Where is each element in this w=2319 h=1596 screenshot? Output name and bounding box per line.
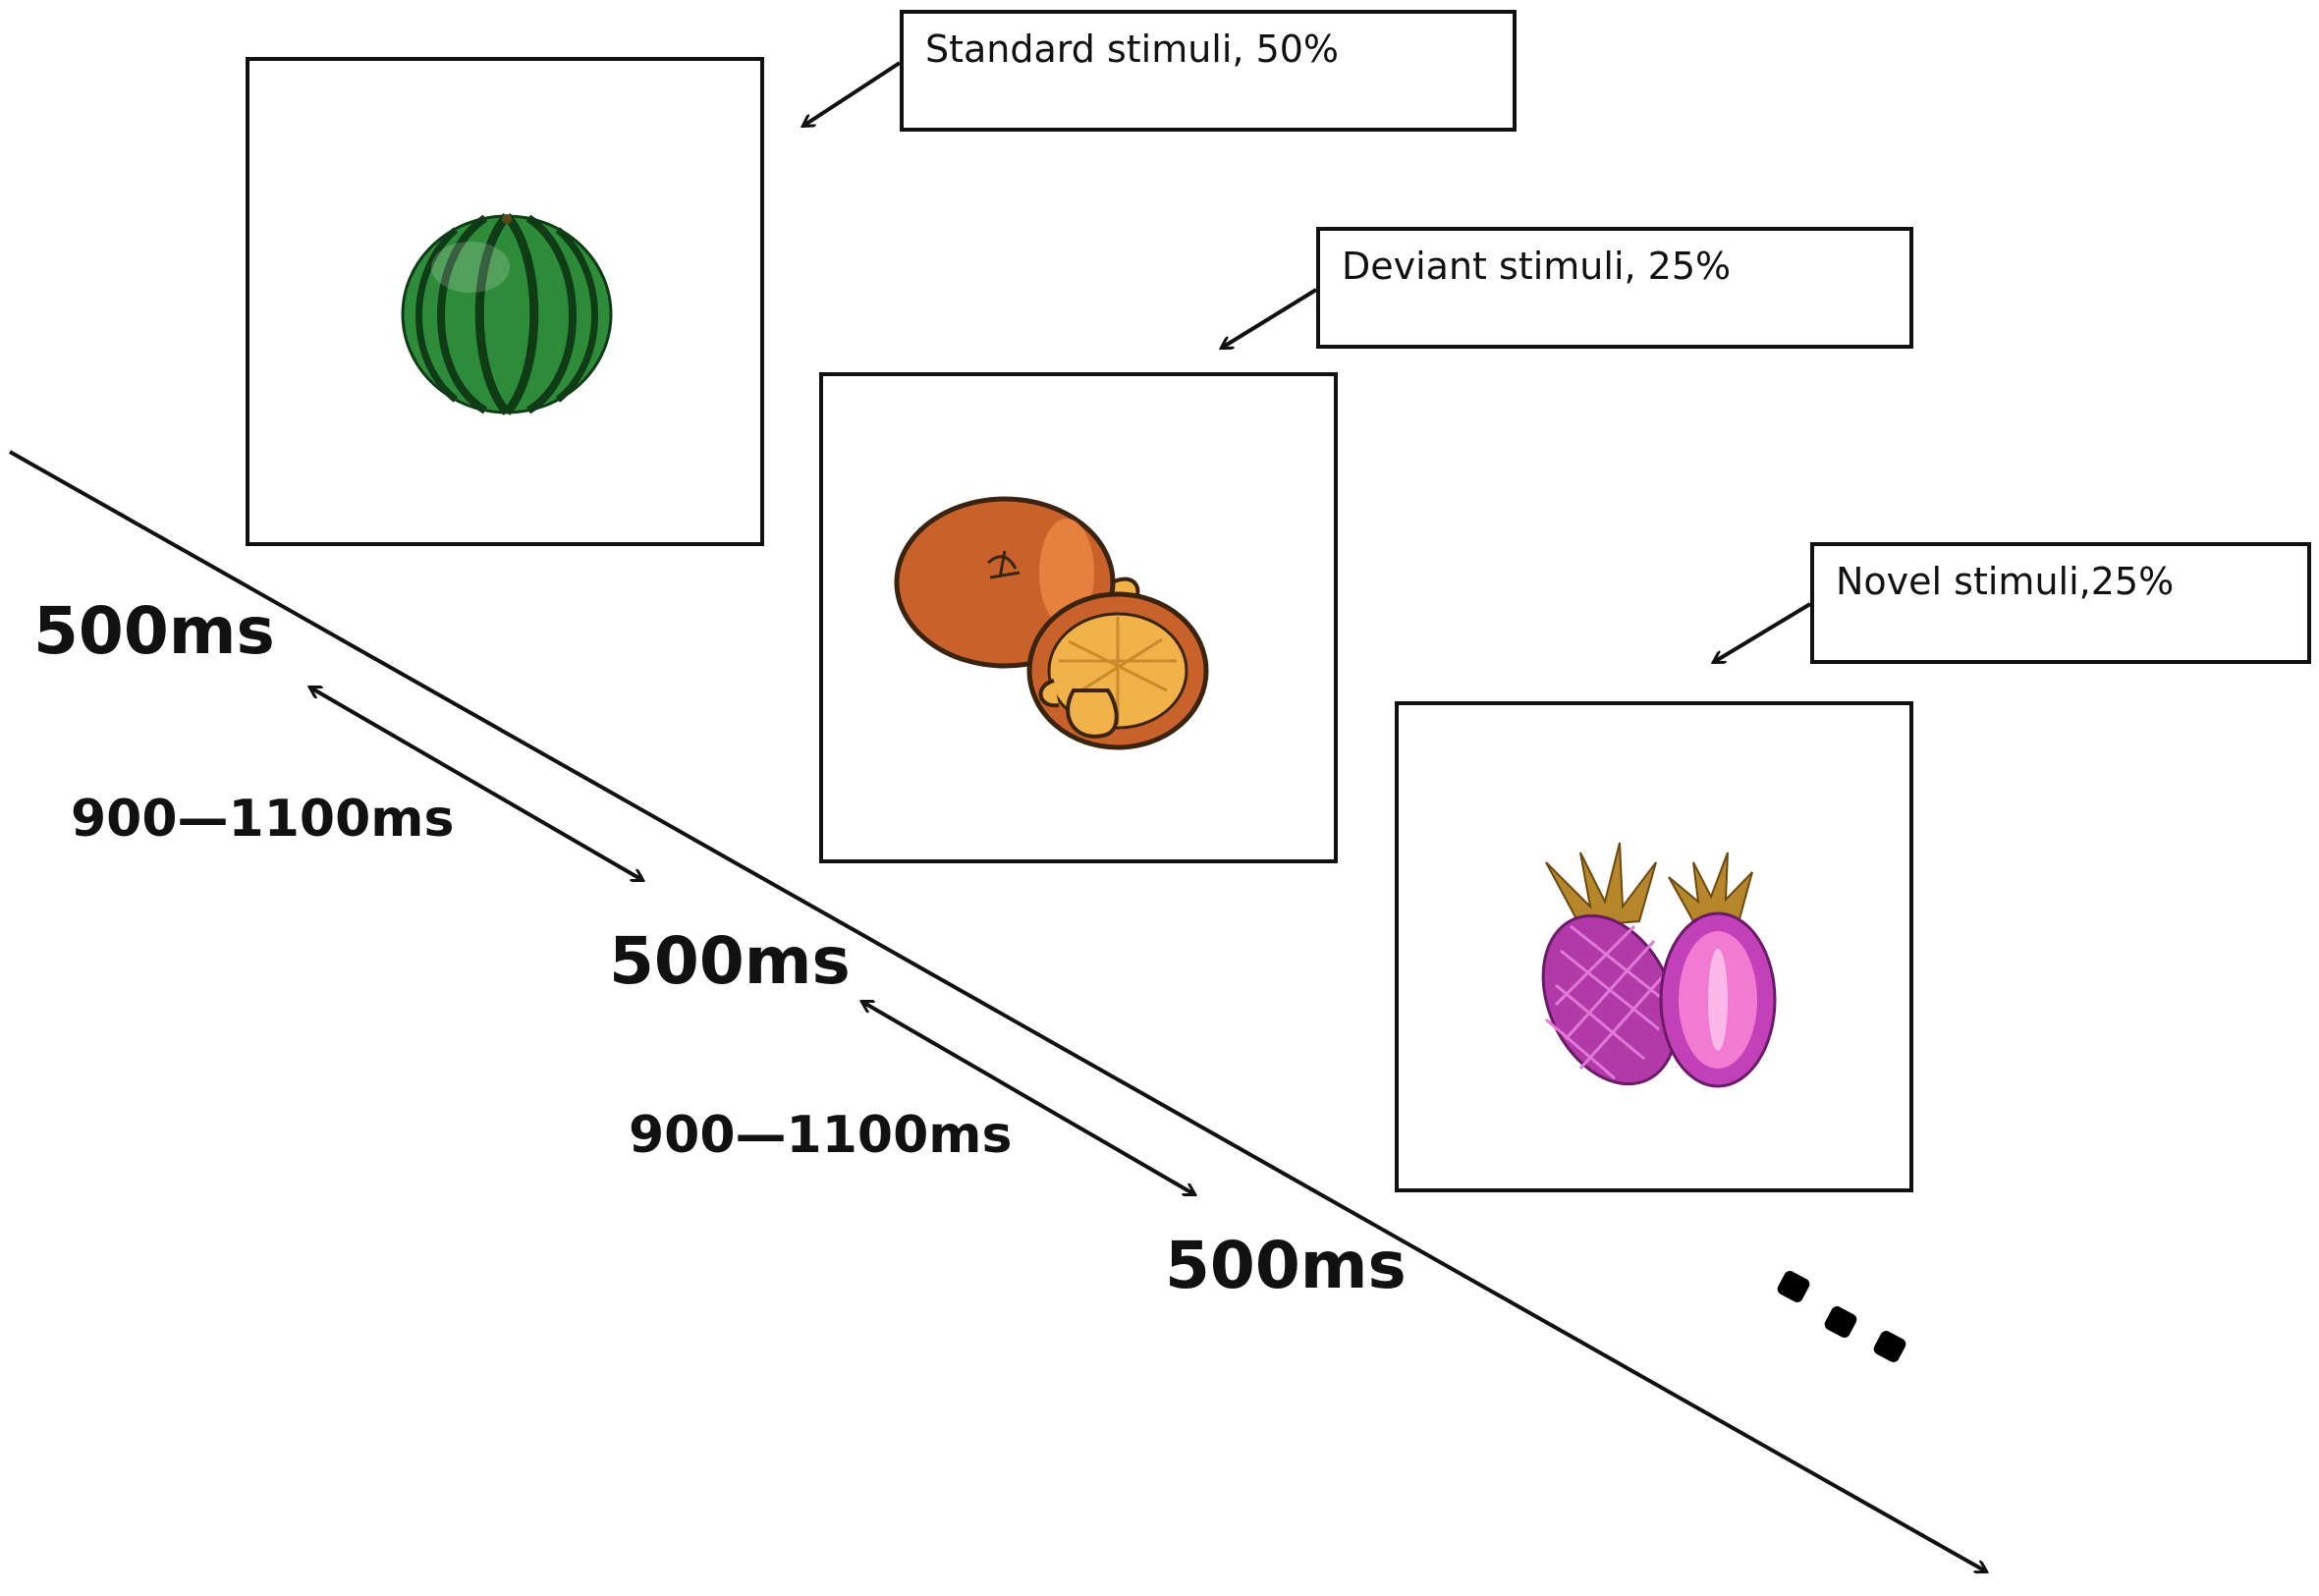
deviant-stimuli-label: Deviant stimuli, 25%	[1316, 227, 1913, 349]
isi-double-arrow-2	[862, 1002, 1194, 1194]
deviant-stimuli-text: Deviant stimuli, 25%	[1342, 245, 1732, 288]
novel-stimulus-frame	[1395, 701, 1913, 1192]
pink-pineapples-icon	[1541, 842, 1777, 1088]
deviant-stimulus-frame	[819, 372, 1338, 863]
standard-stimuli-text: Standard stimuli, 50%	[925, 28, 1340, 71]
novel-stimuli-text: Novel stimuli,25%	[1836, 560, 2175, 603]
ellipsis-dots	[1777, 1271, 1906, 1362]
novel-pointer-arrow	[1714, 602, 1812, 662]
watermelon-icon	[401, 213, 613, 415]
standard-stimuli-label: Standard stimuli, 50%	[900, 10, 1517, 132]
standard-pointer-arrow	[803, 61, 902, 126]
stimulus-duration-2: 500ms	[609, 923, 851, 999]
isi-double-arrow-1	[310, 688, 642, 880]
novel-stimuli-label: Novel stimuli,25%	[1810, 542, 2311, 664]
deviant-pointer-arrow	[1222, 288, 1318, 348]
isi-duration-1: 900—1100ms	[71, 790, 455, 849]
stimulus-duration-3: 500ms	[1165, 1228, 1407, 1303]
standard-stimulus-frame	[246, 57, 764, 546]
mushrooms-icon	[894, 496, 1209, 750]
isi-duration-2: 900—1100ms	[629, 1106, 1013, 1165]
stimulus-duration-1: 500ms	[33, 593, 275, 669]
